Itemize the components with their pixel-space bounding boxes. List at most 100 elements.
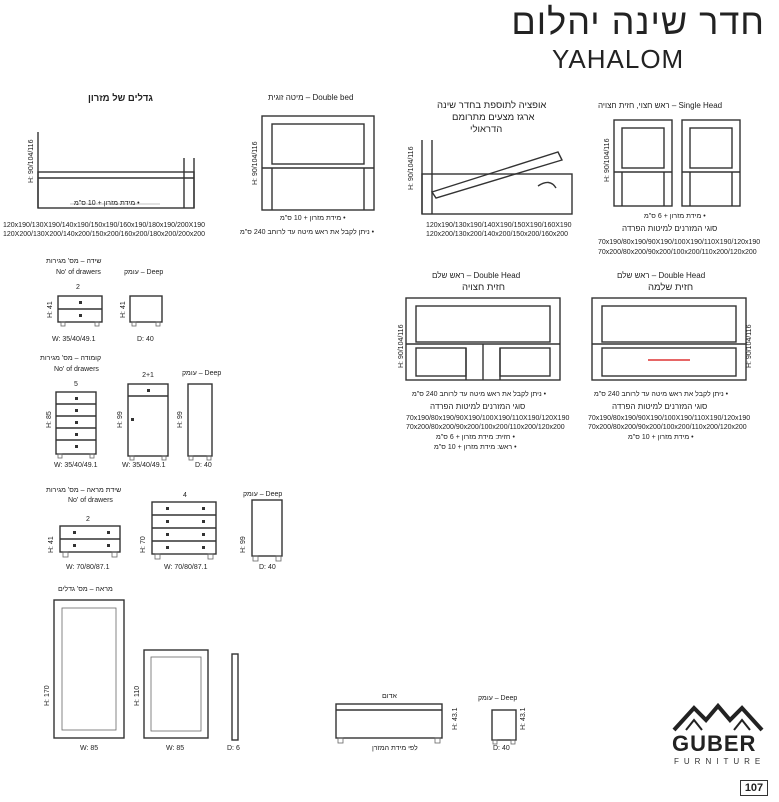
chest-w2: W: 35/40/49.1 xyxy=(122,462,166,469)
dresser-knob xyxy=(107,544,110,547)
mattress-note: • מידת מזרון + 10 ס"מ xyxy=(74,200,140,207)
chest-d: D: 40 xyxy=(195,462,212,469)
double-bed-note1: • מידת מזרון + 10 ס"מ xyxy=(280,215,346,222)
mirror-short-drawing xyxy=(143,649,209,739)
dresser-title-en: No' of drawers xyxy=(68,497,113,504)
title-hebrew: חדר שינה יהלום xyxy=(511,1,765,42)
dresser-h3: H: 99 xyxy=(240,536,247,553)
brand-name: GUBER xyxy=(672,731,757,756)
chest-title-he: קומודה – מס' מגירות xyxy=(40,355,102,362)
double-head-full-note2: סוגי המזרנים למיטות הפרדה xyxy=(612,402,708,411)
nightstand-w: W: 35/40/49.1 xyxy=(52,336,96,343)
dresser-w2: W: 70/80/87.1 xyxy=(164,564,208,571)
dresser-knob xyxy=(202,507,205,510)
dresser-knob xyxy=(166,507,169,510)
chest-side-drawing xyxy=(187,383,213,461)
bench-h: H: 43.1 xyxy=(452,707,459,730)
mattress-sizes-row1: 120x190/130X190/140x190/150x190/160x190/… xyxy=(3,222,206,229)
nightstand-front-drawing xyxy=(57,295,103,327)
single-head-title: Single Head – ראש חצוי, חזית חצויה xyxy=(598,101,723,110)
mattress-height: H: 90/104/116 xyxy=(28,139,35,183)
chest-drawer-count: 5 xyxy=(74,381,78,388)
dresser-title-he: שידת מראה – מס' מגירות xyxy=(46,487,122,494)
chest-title-en: No' of drawers xyxy=(54,366,99,373)
bench-side-drawing xyxy=(491,709,517,745)
dresser-2-drawing xyxy=(59,525,121,558)
storage-sizes-row1: 120x190/130x190/140X190/150X190/160X190 xyxy=(426,222,572,229)
dresser-side-drawing xyxy=(251,499,283,562)
mirror-side-drawing xyxy=(231,653,239,741)
mirror-title: מראה – מס' גדלים xyxy=(58,586,113,593)
bench-deep-label: Deep – עומק xyxy=(478,695,518,702)
dresser-knob xyxy=(166,520,169,523)
nightstand-knob xyxy=(79,314,82,317)
double-head-full-drawing xyxy=(591,297,747,381)
double-bed-note2: • ניתן לקבל את ראש מיטה עד לרוחב 240 ס"מ xyxy=(240,229,375,236)
storage-bed-drawing xyxy=(421,140,573,215)
dresser-count-b: 4 xyxy=(183,492,187,499)
storage-title-1: אופציה לתוספת בחדר שינה xyxy=(437,100,547,111)
chest-h3: H: 99 xyxy=(177,411,184,428)
bed-side-drawing xyxy=(37,132,195,209)
chest-drawers-drawing xyxy=(55,391,97,459)
chest-w: W: 35/40/49.1 xyxy=(54,462,98,469)
dresser-4-drawing xyxy=(151,501,217,560)
nightstand-drawer-count: 2 xyxy=(76,284,80,291)
double-head-split-title2: חזית חצויה xyxy=(462,282,506,293)
nightstand-h: H: 41 xyxy=(47,301,54,318)
double-head-full-note3: • מידת מזרון + 10 ס"מ xyxy=(628,434,694,441)
chest-h2: H: 99 xyxy=(117,411,124,428)
brand-sub: FURNITURE xyxy=(674,757,766,766)
single-head-sizes-row2: 70x200/80x200/90x200/100x200/110x200/120… xyxy=(598,249,757,256)
storage-title-3: הדראולי xyxy=(470,124,503,135)
chest-knob xyxy=(75,433,78,436)
dresser-w: W: 70/80/87.1 xyxy=(66,564,110,571)
nightstand-knob xyxy=(79,301,82,304)
double-head-split-note4: • ראש: מידת מזרון + 10 ס"מ xyxy=(434,444,517,451)
dresser-knob xyxy=(202,546,205,549)
dresser-count-a: 2 xyxy=(86,516,90,523)
mirror-w2: W: 85 xyxy=(166,745,185,752)
dresser-deep-label: Deep – עומק xyxy=(243,491,283,498)
mirror-h1: H: 170 xyxy=(44,685,51,706)
bench-w: לפי מידת המזרן xyxy=(372,745,418,752)
nightstand-title-he: שידה – מס' מגירות xyxy=(46,258,102,265)
mirror-h2: H: 110 xyxy=(134,685,141,706)
double-head-split-sizes-row1: 70x190/80x190/90X190/100X190/110X190/120… xyxy=(406,415,570,422)
dresser-knob xyxy=(202,520,205,523)
bench-h2: H: 43.1 xyxy=(520,707,527,730)
guber-logo-icon xyxy=(672,702,764,732)
mirror-w1: W: 85 xyxy=(80,745,99,752)
nightstand-deep-label: Deep – עומק xyxy=(124,269,164,276)
mirror-d: D: 6 xyxy=(227,745,240,752)
dresser-knob xyxy=(73,531,76,534)
single-head-note1: • מידת מזרון + 6 ס"מ xyxy=(644,213,706,220)
nightstand-title-en: No' of drawers xyxy=(56,269,101,276)
dresser-knob xyxy=(166,546,169,549)
chest-knob xyxy=(75,397,78,400)
chest-door-count: 2+1 xyxy=(142,372,154,379)
double-head-full-title2: חזית שלמה xyxy=(648,282,694,293)
double-head-split-title1: Double Head – ראש שלם xyxy=(432,271,521,280)
mattress-title: גדלים של מזרון xyxy=(88,93,153,104)
dresser-d: D: 40 xyxy=(259,564,276,571)
double-head-split-height: H: 90/104/116 xyxy=(398,324,405,368)
chest-knob xyxy=(75,421,78,424)
double-head-full-note1: • ניתן לקבל את ראש מיטה עד לרוחב 240 ס"מ xyxy=(594,391,729,398)
nightstand-d: D: 40 xyxy=(137,336,154,343)
bench-d: D: 40 xyxy=(493,745,510,752)
single-head-drawing xyxy=(613,119,741,207)
double-head-full-sizes-row1: 70x190/80x190/90X190/100X190/110X190/120… xyxy=(588,415,751,422)
double-bed-drawing xyxy=(261,115,375,211)
double-head-split-note2: סוגי המזרנים למיטות הפרדה xyxy=(430,402,526,411)
bench-title: אדום xyxy=(382,693,397,700)
single-head-note2: סוגי המזרנים למיטות הפרדה xyxy=(622,224,718,233)
page-number: 107 xyxy=(740,780,768,796)
double-head-split-drawing xyxy=(405,297,561,381)
mattress-sizes-row2: 120X200/130X200/140x200/150x200/160x200/… xyxy=(3,231,206,238)
dresser-h: H: 41 xyxy=(48,536,55,553)
single-head-sizes-row1: 70x190/80x190/90X190/100X190/110X190/120… xyxy=(598,239,761,246)
double-head-split-sizes-row2: 70x200/80x200/90x200/100x200/110x200/120… xyxy=(406,424,565,431)
double-bed-title: Double bed – מיטה זוגית xyxy=(268,93,354,102)
double-head-full-height: H: 90/104/116 xyxy=(746,324,753,368)
